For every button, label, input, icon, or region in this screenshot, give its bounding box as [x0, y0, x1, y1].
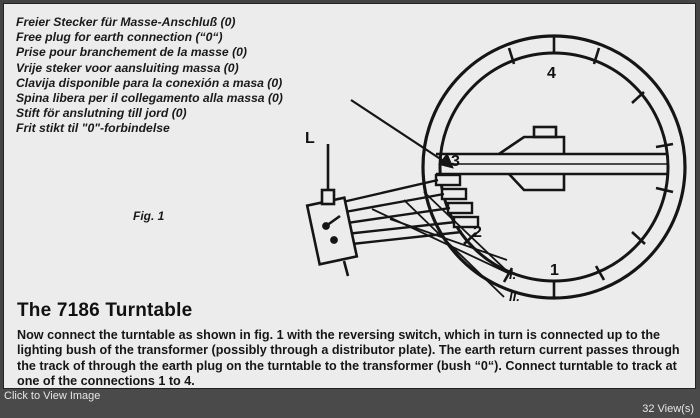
- caption-line-en: Free plug for earth connection (“0“): [16, 30, 223, 45]
- earth-plug-block: [434, 173, 480, 229]
- click-to-view-link[interactable]: Click to View Image: [4, 390, 101, 402]
- instruction-paragraph: Now connect the turntable as shown in fi…: [17, 328, 680, 389]
- image-status-bar: Click to View Image 32 View(s): [0, 389, 700, 418]
- label-roman-1: I.: [509, 267, 516, 282]
- caption-line-sv: Stift för anslutning till jord (0): [16, 106, 187, 121]
- connection-cables: [333, 178, 463, 246]
- label-L: L: [305, 130, 315, 147]
- section-heading: The 7186 Turntable: [17, 300, 193, 321]
- label-roman-2: II.: [509, 289, 520, 304]
- figure-label: Fig. 1: [133, 209, 165, 223]
- turntable-wiring-diagram: L 4 3 2 1 I. II.: [305, 34, 687, 304]
- caption-line-fr: Prise pour branchement de la masse (0): [16, 45, 247, 60]
- track-connection-ticks: [463, 36, 674, 298]
- caption-line-it: Spina libera per il collegamento alla ma…: [16, 91, 283, 106]
- caption-line-de: Freier Stecker für Masse-Anschluß (0): [16, 15, 236, 29]
- multilingual-caption: Freier Stecker für Masse-Anschluß (0) Fr…: [16, 15, 283, 137]
- label-connection-4: 4: [547, 65, 556, 82]
- reversing-switch-icon: [305, 144, 359, 277]
- caption-line-nl: Vrije steker voor aansluiting massa (0): [16, 60, 239, 75]
- caption-line-da: Frit stikt til "0"-forbindelse: [16, 121, 170, 136]
- view-count: 32 View(s): [642, 403, 694, 415]
- turntable-inner-ring: [438, 51, 670, 283]
- label-connection-3: 3: [451, 153, 460, 170]
- earth-plug-arrow: [350, 99, 454, 169]
- leader-lines: [371, 191, 511, 298]
- label-connection-1: 1: [550, 262, 559, 279]
- caption-line-es: Clavija disponible para la conexión a ma…: [16, 75, 283, 90]
- label-connection-2: 2: [473, 224, 482, 241]
- turntable-bridge: [436, 125, 668, 192]
- scanned-manual-image[interactable]: Freier Stecker für Masse-Anschluß (0) Fr…: [3, 3, 696, 389]
